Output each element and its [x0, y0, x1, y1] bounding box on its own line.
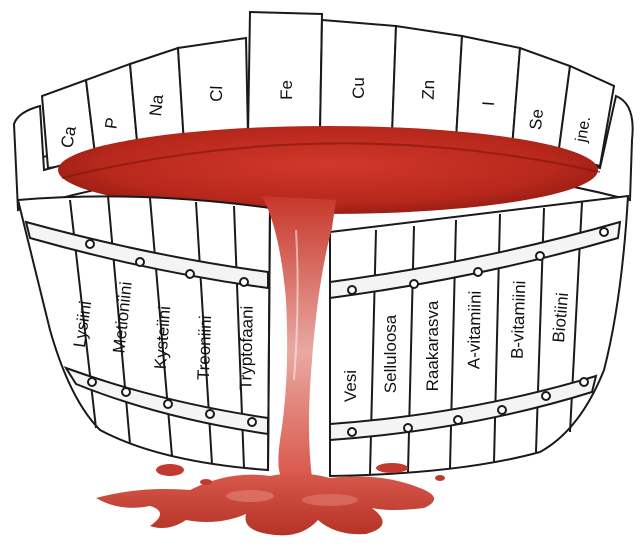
barrel-left-body: [18, 196, 270, 470]
body-stave-label: B-vitamiini: [508, 280, 530, 359]
rim-stave-label: Ca: [57, 124, 80, 149]
rim-stave: Cu: [320, 20, 396, 134]
liquid-stream: [262, 196, 336, 478]
rim-stave: Fe: [248, 12, 322, 136]
rim-stave-label: Cu: [349, 77, 368, 99]
body-stave-label: Selluloosa: [381, 314, 400, 393]
body-stave-label: Treoniini: [194, 315, 215, 380]
body-stave-label: Tryptofaani: [236, 306, 256, 391]
body-stave-label: Raakarasva: [423, 300, 442, 391]
rim-stave-label: Se: [526, 108, 547, 131]
rim-stave-label: Na: [146, 93, 167, 117]
body-stave-label: Vesi: [341, 370, 360, 402]
body-stave-label: A-vitamiini: [464, 291, 484, 370]
rim-stave: Cl: [178, 38, 248, 144]
rim-stave: Zn: [392, 26, 462, 140]
rim-stave-label: Zn: [419, 80, 439, 100]
rim-stave: I: [456, 36, 520, 148]
rim-stave-label: Fe: [277, 80, 296, 100]
rim-stave-label: Cl: [207, 85, 227, 102]
